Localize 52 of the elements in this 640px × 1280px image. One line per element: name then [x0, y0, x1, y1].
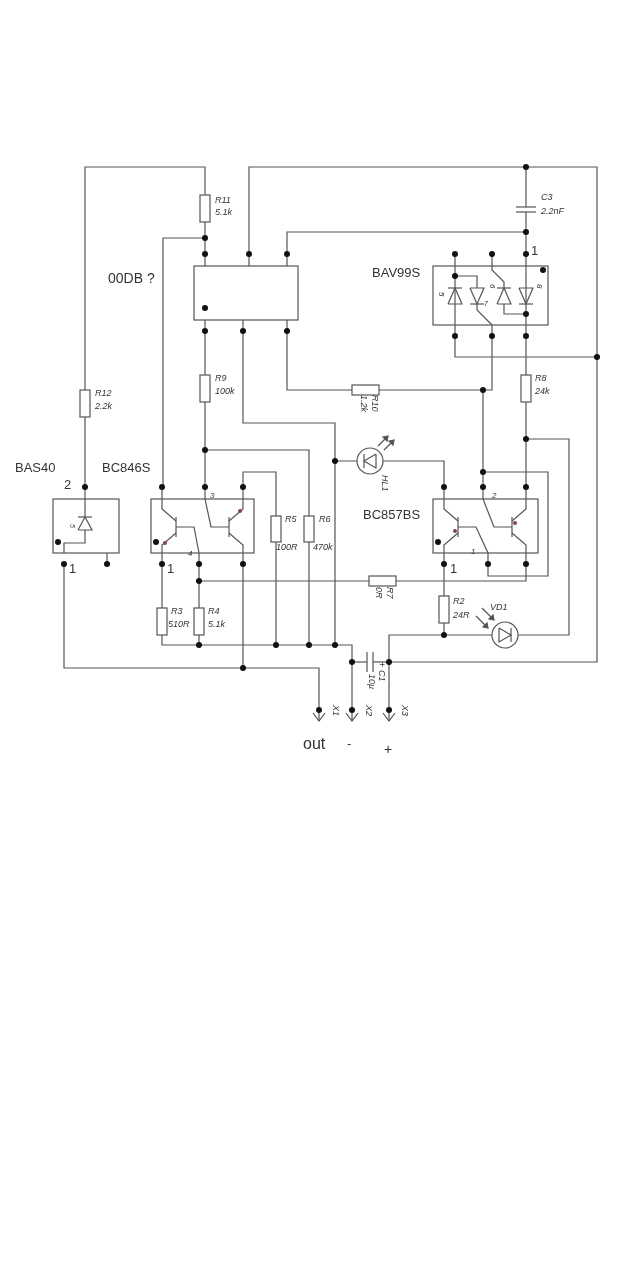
component-label: R10: [370, 395, 379, 412]
component-label: 510R: [168, 620, 190, 629]
pin-number: 5: [437, 292, 445, 297]
component-label: 100k: [215, 387, 235, 396]
terminal-label: -: [347, 737, 352, 750]
pin-number: 1: [450, 562, 458, 575]
terminal-label: X2: [364, 705, 373, 716]
component-label: C1: [377, 670, 386, 682]
component-label: 24k: [535, 387, 550, 396]
component-label: R6: [319, 515, 331, 524]
component-label: 100R: [276, 543, 298, 552]
pin-number: 3: [210, 492, 215, 500]
terminal-label: out: [303, 736, 326, 752]
component-label: 470k: [313, 543, 333, 552]
component-label: VD1: [490, 603, 508, 612]
pin-number: 6: [488, 284, 496, 289]
component-label: R7: [385, 587, 394, 599]
component-label: R2: [453, 597, 465, 606]
component-label: 5.1k: [208, 620, 225, 629]
pin-number: 1: [531, 244, 539, 257]
component-label: R9: [215, 374, 227, 383]
terminal-label: X1: [331, 705, 340, 716]
component-label: R3: [171, 607, 183, 616]
part-number: BC857BS: [363, 508, 421, 521]
component-label: R4: [208, 607, 220, 616]
terminal-label: +: [384, 742, 393, 756]
component-label: 5.1k: [215, 208, 232, 217]
component-label: 24R: [453, 611, 470, 620]
terminal-label: X3: [400, 705, 409, 716]
component-label: R11: [215, 196, 231, 205]
component-label: 10µ: [367, 674, 376, 690]
pin-number: 2: [492, 492, 497, 500]
part-number: BAS40: [15, 461, 56, 474]
component-label: 2.2k: [95, 402, 112, 411]
component-label: 0R: [374, 587, 383, 599]
pin-number: 1: [69, 562, 77, 575]
pin-number: 1: [471, 548, 476, 556]
part-number: BAV99S: [372, 266, 421, 279]
component-label: R5: [285, 515, 297, 524]
component-label: +: [377, 662, 386, 668]
component-label: R8: [535, 374, 547, 383]
component-label: C3: [541, 193, 553, 202]
component-label: R12: [95, 389, 112, 398]
pin-number: 1: [167, 562, 175, 575]
part-number: BC846S: [102, 461, 151, 474]
note: 00DB ?: [108, 271, 155, 285]
pin-number: 2: [64, 478, 72, 491]
pin-number: 8: [535, 284, 543, 289]
pin-number: 4: [188, 550, 193, 558]
component-label: 2.2nF: [541, 207, 564, 216]
component-label: HL1: [380, 475, 389, 492]
component-label: 1.2k: [359, 395, 368, 412]
